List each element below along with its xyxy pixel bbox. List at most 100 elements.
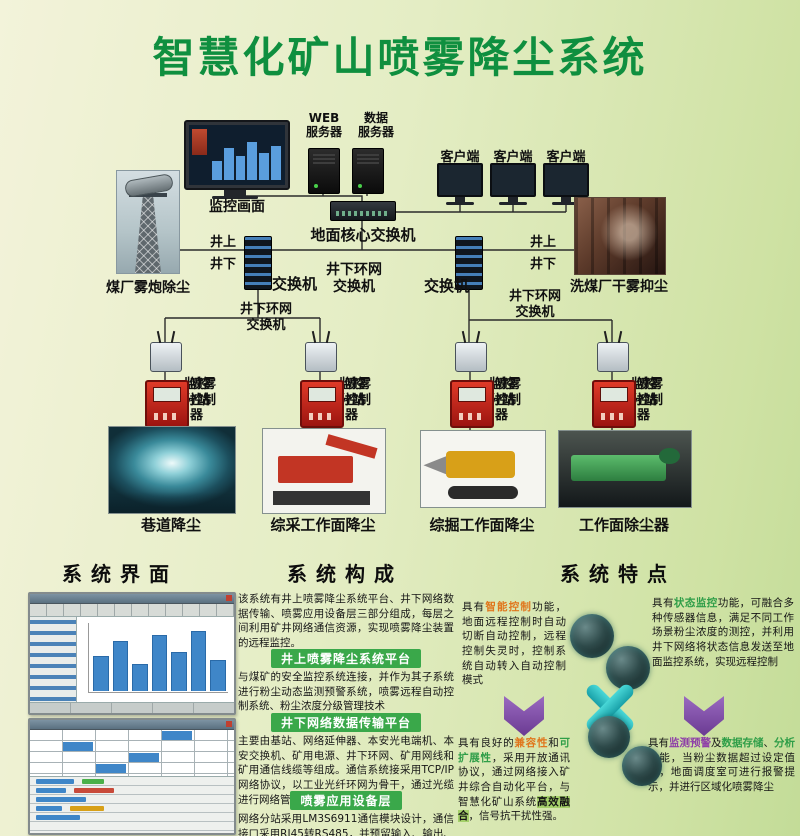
client-stand: [561, 197, 571, 202]
spray-controller-1: [145, 380, 189, 428]
substation-label-3: 监控 分站: [489, 377, 516, 408]
client-stand: [455, 197, 465, 202]
window-toolbar: [30, 604, 234, 617]
list-bar: [36, 779, 74, 784]
list-bar: [36, 797, 86, 802]
client-screen: [490, 163, 536, 197]
platform-pill-3: 喷雾应用设备层: [238, 790, 454, 810]
highlight-storage: 数据存储: [721, 737, 764, 749]
client-stand: [508, 197, 518, 202]
collector-body: [570, 455, 666, 482]
spray-controller-4: [592, 380, 636, 428]
section-title-interface: 系统界面: [62, 562, 178, 586]
fog-cannon-label: 煤厂雾炮除尘: [106, 280, 190, 296]
photo-heading-face-dust: [420, 430, 546, 508]
monitoring-substation-1: [150, 342, 182, 372]
monitor-frame: [184, 120, 290, 190]
web-server-tower: [308, 148, 340, 194]
highlight-compatibility: 兼容性: [514, 737, 549, 749]
highlight-status-monitoring: 状态监控: [673, 597, 718, 609]
controller-label-2: 喷雾 控制 器: [345, 377, 372, 424]
roadheader-body: [445, 450, 516, 479]
ring-switch-right-label: 井下环网 交换机: [508, 289, 561, 320]
list-bar: [36, 788, 66, 793]
list-bar: [36, 806, 62, 811]
shearer-body: [277, 455, 354, 483]
application-label-2: 综采工作面降尘: [270, 516, 376, 534]
feature-sphere-icon: [570, 614, 614, 658]
window-body: [30, 617, 234, 702]
photo-tunnel-dust: [108, 426, 236, 514]
surface-label-right: 井上: [530, 235, 557, 250]
data-server-label: 数据 服务器: [357, 111, 394, 139]
ring-switch-center-label: 井下环网 交换机: [326, 262, 382, 295]
grid-selected-cell: [63, 742, 93, 751]
client-label-3: 客户端: [546, 150, 586, 165]
spray-controller-2: [300, 380, 344, 428]
switch-left-label: 交换机: [272, 275, 318, 293]
data-server-tower: [352, 148, 384, 194]
data-grid: [30, 730, 234, 777]
ring-switch-left-label: 井下环网 交换机: [239, 302, 292, 333]
list-bar: [74, 788, 114, 793]
tower-platform: [129, 193, 167, 197]
application-label-1: 巷道降尘: [140, 516, 201, 534]
interface-bar-chart: [77, 617, 234, 702]
platform-pill-1-label: 井上喷雾降尘系统平台: [270, 649, 421, 668]
client-base: [446, 202, 474, 205]
highlight-smart-control: 智能控制: [485, 601, 533, 613]
window-titlebar: [30, 594, 234, 604]
surface-label-left: 井上: [210, 235, 237, 250]
monitor-screen: [189, 125, 285, 185]
list-bar: [36, 815, 80, 820]
monitor-label: 监控画面: [209, 199, 265, 215]
core-switch-label: 地面核心交换机: [310, 226, 416, 244]
application-label-3: 综掘工作面降尘: [429, 516, 535, 534]
client-screen: [437, 163, 483, 197]
window-titlebar: [30, 720, 234, 730]
section-title-composition: 系统构成: [287, 562, 403, 586]
platform-pill-2: 井下网络数据传输平台: [238, 712, 454, 732]
core-switch-device: [330, 201, 396, 221]
feature-sphere-icon: [588, 716, 630, 758]
list-bar: [82, 779, 104, 784]
client-base: [552, 202, 580, 205]
feature-sphere-icon: [622, 746, 662, 786]
application-label-4: 工作面除尘器: [578, 516, 669, 534]
wash-plant-photo: [574, 197, 666, 275]
grid-selected-cell: [162, 731, 192, 740]
fog-cannon-photo: [116, 170, 180, 274]
switch-device-right: [455, 236, 483, 290]
substation-label-4: 监控 分站: [631, 377, 658, 408]
platform-pill-2-label: 井下网络数据传输平台: [270, 713, 421, 732]
window-statusbar: [30, 702, 234, 713]
composition-intro: 该系统有井上喷雾降尘系统平台、井下网络数据传输、喷雾应用设备层三部分组成，每层之…: [238, 593, 454, 650]
feature-smart-control: 具有智能控制功能，地面远程控制时自动切断自动控制，远程控制失灵时，控制系统自动转…: [462, 601, 566, 687]
web-server-label: WEB 服务器: [305, 111, 342, 139]
switch-right-label: 交换机: [424, 277, 470, 295]
down-chevron-icon: [504, 696, 544, 736]
surveillance-monitor: [184, 120, 290, 199]
platform-3-description: 网络分站采用LM3S6911通信模块设计，通信接口采用RJ45转RS485，并预…: [238, 813, 454, 836]
platform-pill-3-label: 喷雾应用设备层: [290, 791, 402, 810]
feature-compatibility: 具有良好的兼容性和可扩展性，采用开放通讯协议，通过网络接入矿井综合自动化平台，与…: [458, 737, 571, 823]
highlight-warning: 监测预警: [669, 737, 711, 749]
monitoring-substation-4: [597, 342, 629, 372]
spray-controller-3: [450, 380, 494, 428]
underground-label-right: 井下: [530, 257, 557, 272]
roadheader-cutter: [423, 455, 449, 476]
list-bar: [70, 806, 104, 811]
highlight-analysis: 分析: [774, 737, 795, 749]
monitor-stand: [224, 190, 246, 196]
feature-status-monitoring: 具有状态监控功能，可融合多种传感器信息，满足不同工作场景粉尘浓度的测控，并利用井…: [652, 597, 795, 668]
window-sidebar: [30, 617, 77, 702]
substation-label-1: 监控 分站: [184, 377, 211, 408]
platform-pill-1: 井上喷雾降尘系统平台: [238, 648, 454, 668]
data-list: [30, 777, 234, 833]
tower-mast: [135, 191, 161, 273]
underground-label-left: 井下: [210, 257, 237, 272]
photo-mining-face-dust: [262, 428, 386, 514]
substation-label-2: 监控 分站: [339, 377, 366, 408]
monitor-base: [212, 196, 258, 199]
roadheader-track: [448, 485, 518, 499]
